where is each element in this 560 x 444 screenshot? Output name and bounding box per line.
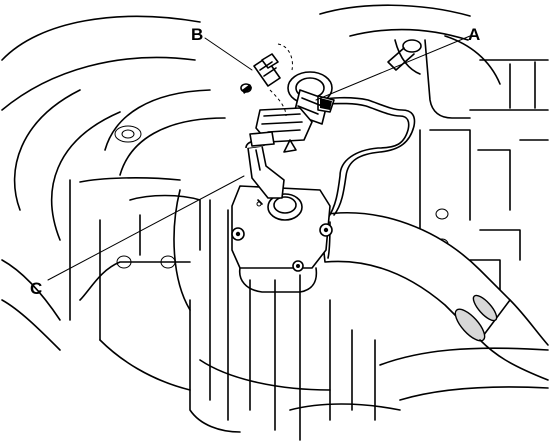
- callout-label-a: A: [468, 25, 480, 44]
- leader-lines: [47, 35, 471, 281]
- leader-line-b: [204, 37, 253, 71]
- thermostat-housing: [231, 185, 333, 293]
- bolt-b: [240, 43, 293, 117]
- callout-label-b: B: [191, 25, 203, 44]
- leader-line-c: [47, 175, 245, 281]
- engine-background: [1, 4, 549, 441]
- harness-wire: [311, 96, 416, 219]
- coolant-hose: [319, 211, 549, 381]
- callout-label-c: C: [30, 279, 42, 298]
- connector-housing: [249, 107, 313, 153]
- leader-line-a: [315, 35, 471, 101]
